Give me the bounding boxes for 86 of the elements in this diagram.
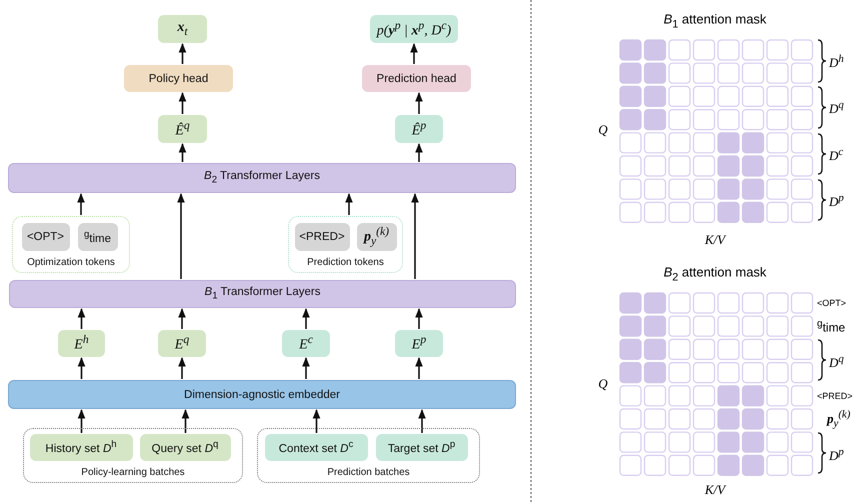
arrow bbox=[415, 143, 423, 162]
token-group bbox=[288, 216, 403, 273]
group-label: Policy-learning batches bbox=[81, 467, 185, 478]
arrow bbox=[178, 143, 186, 162]
embedding-box bbox=[395, 115, 443, 143]
token-group bbox=[12, 216, 130, 273]
node-label: Context set D$^{c}$ bbox=[278, 439, 354, 455]
embedding-box bbox=[158, 330, 206, 357]
arrow bbox=[182, 409, 190, 433]
mask-title: B$_{2}$ attention mask bbox=[664, 266, 766, 284]
token-box bbox=[294, 222, 350, 250]
arrow bbox=[415, 357, 423, 379]
arrow bbox=[177, 193, 185, 279]
embedder-bar bbox=[8, 380, 516, 409]
node-label: Policy head bbox=[148, 72, 208, 84]
embedding-box bbox=[395, 330, 443, 357]
arrow bbox=[415, 92, 423, 114]
node-label: E$^{p}$ bbox=[412, 333, 426, 354]
arrow bbox=[418, 409, 426, 433]
axis-label: Q bbox=[598, 377, 608, 391]
group-label: D$^{q}$ bbox=[829, 352, 844, 370]
axis-label: K/V bbox=[704, 233, 726, 247]
dataset-box bbox=[140, 434, 230, 460]
node-label: x$_{t}$ bbox=[177, 20, 188, 38]
arrow bbox=[78, 308, 86, 329]
group-label: D$^{q}$ bbox=[829, 98, 844, 116]
node-label: E$^{c}$ bbox=[299, 333, 313, 354]
node-label: <PRED> bbox=[299, 230, 345, 242]
axis-label: K/V bbox=[704, 483, 726, 497]
dataset-box bbox=[264, 434, 368, 460]
node-label: E$^{h}$ bbox=[74, 333, 89, 354]
batch-group bbox=[257, 428, 480, 483]
token-box bbox=[356, 222, 396, 250]
arrow bbox=[178, 357, 186, 379]
output-box bbox=[370, 15, 458, 43]
arrow bbox=[178, 308, 186, 329]
row-label: <PRED> bbox=[817, 390, 853, 403]
arrow bbox=[415, 308, 423, 329]
layer-bar bbox=[9, 280, 516, 308]
row-label: <OPT> bbox=[817, 297, 846, 310]
arrow bbox=[411, 193, 419, 279]
node-label: $^{g}$time bbox=[84, 228, 112, 244]
dataset-box bbox=[30, 434, 132, 460]
group-label: D$^{p}$ bbox=[829, 444, 844, 464]
arrow bbox=[302, 357, 310, 379]
node-label: Prediction head bbox=[376, 72, 456, 84]
arrow bbox=[78, 357, 86, 379]
group-label: Prediction batches bbox=[327, 467, 410, 478]
arrow bbox=[312, 409, 320, 433]
axis-label: Q bbox=[598, 123, 608, 137]
dataset-box bbox=[376, 434, 468, 460]
output-box bbox=[158, 15, 207, 43]
group-label: Prediction tokens bbox=[307, 257, 384, 268]
node-label: Dimension-agnostic embedder bbox=[184, 388, 340, 400]
arrow bbox=[345, 193, 353, 215]
arrow bbox=[410, 43, 418, 64]
node-label: Ê$^{q}$ bbox=[175, 118, 190, 140]
group-label: D$^{h}$ bbox=[829, 52, 844, 70]
node-label: E$^{q}$ bbox=[174, 333, 190, 354]
node-label: <OPT> bbox=[26, 230, 64, 242]
arrow bbox=[302, 308, 310, 329]
token-box bbox=[22, 222, 70, 250]
token-box bbox=[78, 222, 118, 250]
arrow bbox=[178, 92, 186, 114]
node-label: Ê$^{p}$ bbox=[412, 118, 426, 140]
embedding-box bbox=[58, 330, 105, 357]
layer-bar bbox=[8, 163, 516, 193]
row-label: $^{g}$time bbox=[817, 318, 846, 334]
node-label: B$_{2}$ Transformer Layers bbox=[204, 170, 320, 186]
head-box bbox=[362, 65, 471, 92]
group-label: Optimization tokens bbox=[27, 257, 115, 268]
node-label: Target set D$^{p}$ bbox=[388, 439, 456, 455]
node-label: p(y$^{p}$ | x$^{p}$, D$^{c}$) bbox=[376, 18, 452, 40]
batch-group bbox=[23, 428, 243, 483]
node-label: Query set D$^{q}$ bbox=[152, 439, 218, 455]
embedding-box bbox=[158, 115, 207, 143]
arrow bbox=[178, 43, 186, 64]
arrow bbox=[78, 409, 86, 433]
group-label: D$^{c}$ bbox=[829, 144, 844, 164]
mask-title: B$_{1}$ attention mask bbox=[664, 12, 766, 32]
head-box bbox=[124, 65, 233, 92]
group-label: D$^{p}$ bbox=[829, 190, 844, 210]
node-label: History set D$^{h}$ bbox=[45, 439, 117, 455]
embedding-box bbox=[282, 330, 330, 357]
arrow bbox=[77, 193, 85, 215]
node-label: B$_{1}$ Transformer Layers bbox=[204, 286, 320, 302]
